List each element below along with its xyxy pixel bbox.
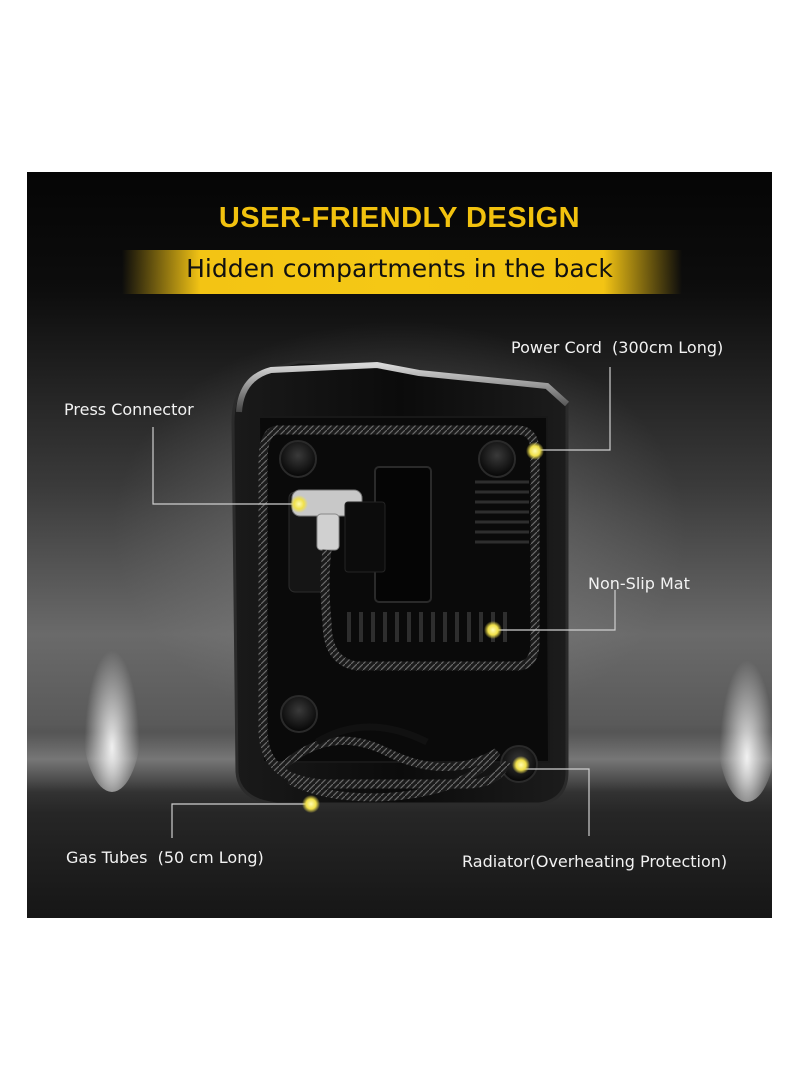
left-spotlight xyxy=(82,642,142,792)
power-cord-marker xyxy=(526,442,544,460)
radiator-label: Radiator(Overheating Protection) xyxy=(462,852,728,871)
non-slip-mat-label: Non-Slip Mat xyxy=(588,574,690,593)
non-slip-mat-marker xyxy=(484,621,502,639)
headline: USER-FRIENDLY DESIGN xyxy=(218,202,581,234)
subtitle-highlight-band xyxy=(122,250,682,294)
radiator-marker xyxy=(512,756,530,774)
press-connector-marker xyxy=(290,495,308,513)
power-cord-label: Power Cord (300cm Long) xyxy=(511,338,724,357)
gas-tubes-label: Gas Tubes (50 cm Long) xyxy=(66,848,264,867)
product-photo-panel: USER-FRIENDLY DESIGN Hidden compartments… xyxy=(27,172,772,918)
gas-tubes-marker xyxy=(302,795,320,813)
right-spotlight xyxy=(717,652,772,802)
press-connector-label: Press Connector xyxy=(64,400,194,419)
subtitle: Hidden compartments in the back xyxy=(186,254,613,283)
air-compressor-back-view xyxy=(152,360,616,838)
